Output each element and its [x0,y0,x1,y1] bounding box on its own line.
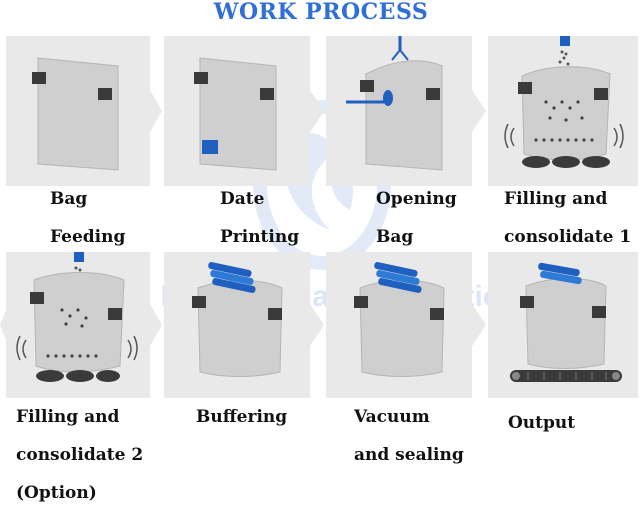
clamp-right-icon [260,88,274,100]
clamp-right-icon [108,308,122,320]
clamp-left-icon [354,296,368,308]
clamp-left-icon [518,82,532,94]
step-label: Filling and consolidate 1 [504,189,632,247]
panel-filling-2 [0,252,162,398]
page-title: WORK PROCESS [213,0,429,25]
filling-nozzle-icon [74,252,84,262]
clamp-right-icon [98,88,112,100]
vibration-base-icon [522,156,610,168]
filled-bag-icon [525,278,607,369]
panel-date-printing [164,36,324,186]
clamp-left-icon [194,72,208,84]
vibration-icon [16,335,27,361]
clamp-left-icon [360,80,374,92]
filled-bag-icon [521,66,611,161]
clamp-right-icon [426,88,440,100]
process-steps: Bag Feeding Date Printing [0,36,638,503]
filled-bag-icon [359,280,445,377]
clamp-left-icon [32,72,46,84]
bag-icon [199,57,277,171]
panel-output [488,252,638,398]
step-label: Filling and consolidate 2 (Option) [16,407,144,503]
step-label: Buffering [196,407,288,427]
sealing-bars-icon [374,262,422,293]
clamp-right-icon [268,308,282,320]
vibration-base-icon [36,370,120,382]
step-label: Date Printing [220,189,300,247]
step-label: Opening Bag [376,189,457,247]
panel-buffering [164,252,324,398]
clamp-right-icon [594,88,608,100]
date-printer-icon [202,140,218,154]
vibration-icon [504,123,515,149]
panel-bag-feeding [6,36,162,186]
clamp-right-icon [592,306,606,318]
conveyor-icon [510,370,622,382]
panel-opening-bag [326,36,486,186]
filled-bag-icon [197,280,283,377]
clamp-right-icon [430,308,444,320]
clamp-left-icon [30,292,44,304]
clamp-left-icon [520,296,534,308]
panel-filling-1 [488,36,638,186]
panel-vacuum-sealing [326,252,486,398]
step-label: Output [508,413,576,433]
step-label: Bag Feeding [50,189,126,247]
step-label: Vacuum and sealing [354,407,464,465]
bag-icon [37,57,119,171]
sealing-bars-icon [538,262,582,285]
open-bag-icon [365,60,443,171]
filling-nozzle-icon [560,36,570,46]
buffer-rollers-icon [208,262,256,293]
clamp-left-icon [192,296,206,308]
